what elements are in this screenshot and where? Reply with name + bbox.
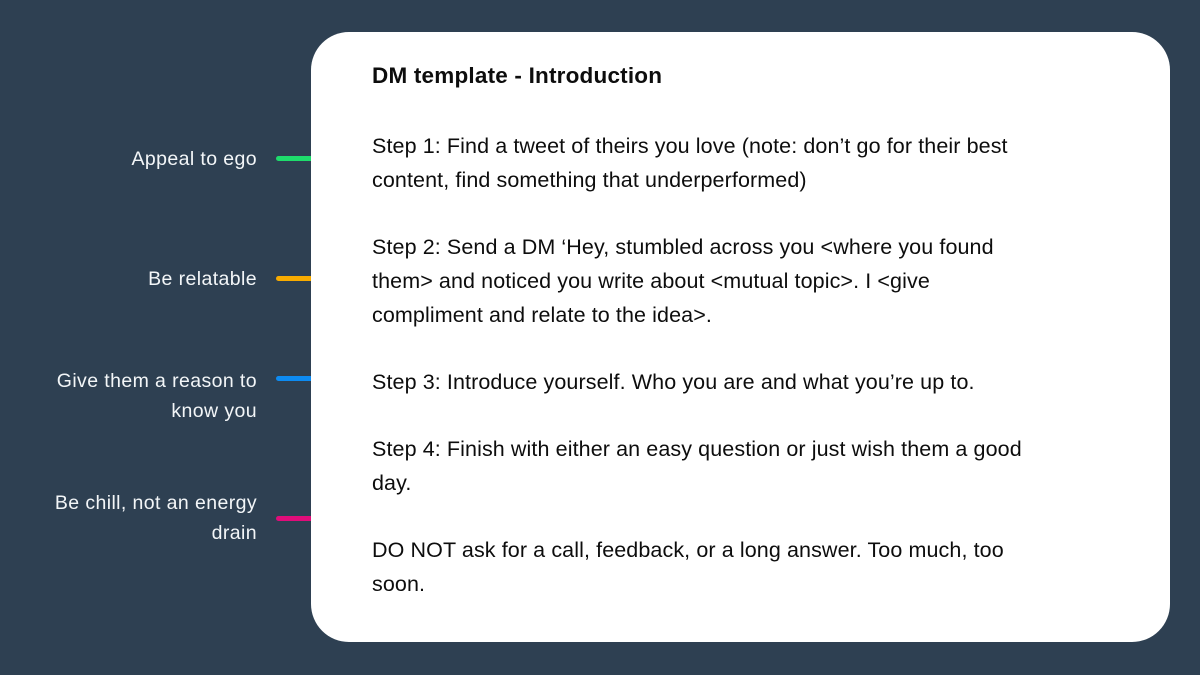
card-title: DM template - Introduction <box>372 63 663 88</box>
text-line: day. <box>372 471 412 495</box>
annotation-label-line: Give them a reason to <box>56 370 257 392</box>
step-3-text: Step 3: Introduce yourself. Who you are … <box>372 365 1125 399</box>
dm-template-card: DM template - Introduction Step 1: Find … <box>311 32 1170 642</box>
step-1-text: Step 1: Find a tweet of theirs you love … <box>372 129 1125 197</box>
annotation-label-line: Be chill, not an energy <box>54 492 257 514</box>
connector-line-give-them-a-reason <box>276 376 341 381</box>
text-line: them> and noticed you write about <mutua… <box>372 269 930 293</box>
text-line: Step 2: Send a DM ‘Hey, stumbled across … <box>372 235 994 259</box>
annotation-label-be-relatable: Be relatable <box>11 264 257 294</box>
text-line: Step 3: Introduce yourself. Who you are … <box>372 370 975 394</box>
step-2-text: Step 2: Send a DM ‘Hey, stumbled across … <box>372 230 1125 332</box>
text-line: Step 4: Finish with either an easy quest… <box>372 437 1022 461</box>
annotation-label-line: drain <box>211 522 257 544</box>
connector-line-be-relatable <box>276 276 341 281</box>
annotation-label-line: know you <box>171 400 257 422</box>
annotation-label-be-chill: Be chill, not an energy drain <box>11 488 257 548</box>
annotation-label-give-them-a-reason: Give them a reason to know you <box>11 366 257 426</box>
annotation-label-line: Be relatable <box>148 268 257 290</box>
text-line: soon. <box>372 572 426 596</box>
annotation-label-appeal-to-ego: Appeal to ego <box>11 144 257 174</box>
annotation-label-line: Appeal to ego <box>131 148 257 170</box>
warning-text: DO NOT ask for a call, feedback, or a lo… <box>372 533 1125 601</box>
step-4-text: Step 4: Finish with either an easy quest… <box>372 432 1125 500</box>
connector-line-be-chill <box>276 516 341 521</box>
text-line: content, find something that underperfor… <box>372 168 807 192</box>
text-line: Step 1: Find a tweet of theirs you love … <box>372 134 1008 158</box>
connector-line-appeal-to-ego <box>276 156 341 161</box>
text-line: DO NOT ask for a call, feedback, or a lo… <box>372 538 1004 562</box>
text-line: compliment and relate to the idea>. <box>372 303 712 327</box>
